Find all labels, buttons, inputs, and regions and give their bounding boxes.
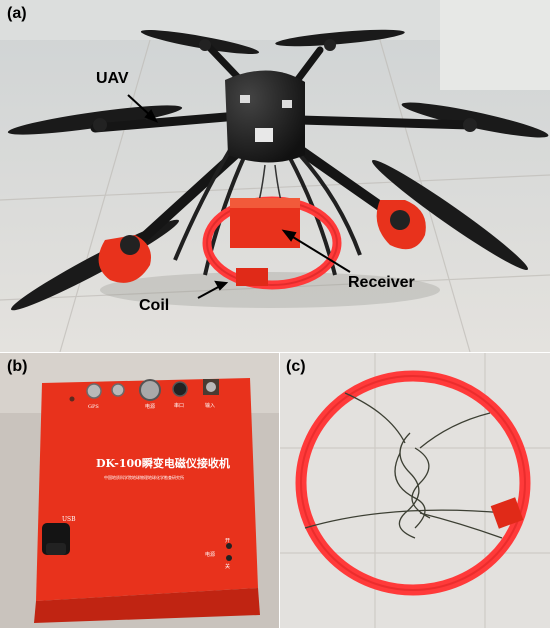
panel-a-photo: (a) UAV Coil Receiver xyxy=(0,0,550,352)
panel-b-photo: GPS 电源 串口 输入 DK-100瞬变电磁仪接收机 中国地质科学院地球物理地… xyxy=(0,353,279,628)
port-label-input: 输入 xyxy=(205,403,216,409)
port-label-serial: 串口 xyxy=(174,403,185,409)
port-label-power: 电源 xyxy=(145,404,156,410)
uav-callout: UAV xyxy=(96,70,129,87)
receiver-box-illustration xyxy=(0,353,279,628)
switch-label-on: 开 xyxy=(225,538,231,544)
panel-c-label: (c) xyxy=(286,358,306,375)
switch-label-off: 关 xyxy=(225,564,231,570)
coil-callout: Coil xyxy=(139,297,170,314)
panel-c-photo: (c) xyxy=(280,353,550,628)
device-title: DK-100瞬变电磁仪接收机 xyxy=(96,457,230,470)
coil-illustration xyxy=(280,353,550,628)
switch-label-power: 电源 xyxy=(205,552,216,558)
panel-b-label: (b) xyxy=(7,358,28,375)
port-label-gps: GPS xyxy=(88,404,99,410)
receiver-callout: Receiver xyxy=(348,274,415,291)
device-subtitle: 中国地质科学院地球物理地球化学勘查研究所 xyxy=(104,475,184,480)
usb-label: USB xyxy=(62,516,76,523)
panel-a-label: (a) xyxy=(7,5,27,22)
drone-photo-illustration xyxy=(0,0,550,352)
